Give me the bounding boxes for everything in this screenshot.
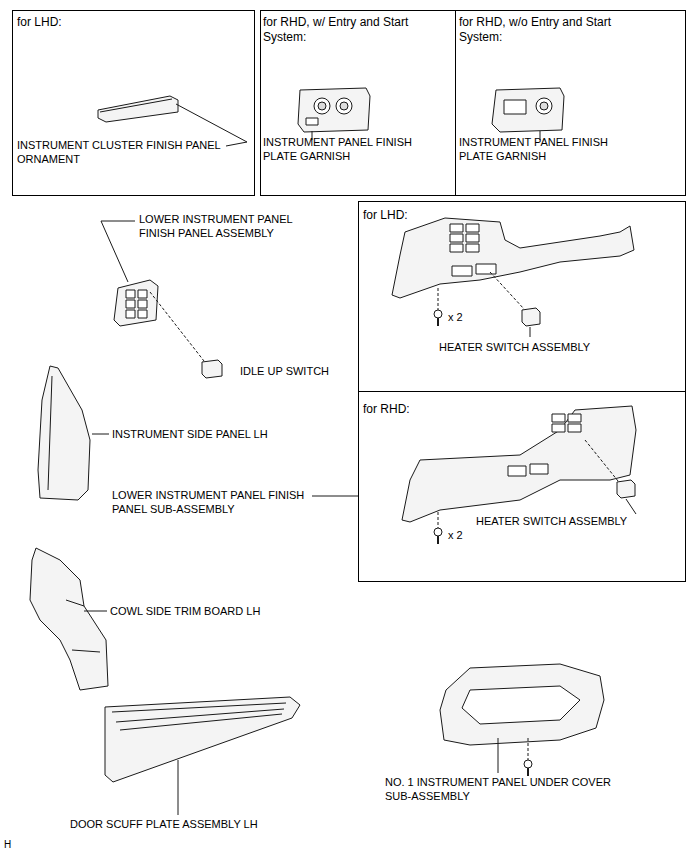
ornament-edge — [100, 99, 172, 112]
frame-heading: for LHD: — [17, 15, 237, 30]
switch-cell — [126, 290, 135, 298]
frame-heading: for LHD: — [363, 208, 463, 223]
side-panel-edge — [48, 376, 52, 490]
scuff-plate-ridge — [112, 703, 286, 730]
frame-heading: for RHD, w/ Entry and Start System: — [263, 15, 413, 45]
switch-cell — [568, 414, 581, 422]
leader-line — [312, 496, 358, 497]
finish-panel-part — [114, 280, 158, 326]
part-name: INSTRUMENT PANEL FINISH PLATE GARNISH — [263, 135, 438, 163]
switch-knob — [318, 102, 326, 110]
dashed-assembly-line — [528, 738, 529, 760]
switch-knob — [540, 102, 548, 110]
idle-up-switch-part — [202, 360, 222, 378]
under-cover-part — [440, 664, 604, 745]
heater-slot — [530, 464, 548, 474]
switch-hole — [336, 98, 352, 114]
screw-head — [524, 760, 532, 768]
part-name: HEATER SWITCH ASSEMBLY — [476, 514, 627, 528]
switch-cell — [466, 224, 479, 232]
quantity-note: x 2 — [448, 528, 463, 542]
switch-cell — [568, 424, 581, 432]
screw-shank — [438, 318, 528, 776]
dashed-assembly-line — [438, 288, 439, 310]
heater-slot — [452, 266, 472, 276]
leader-line — [92, 434, 109, 435]
switch-knob — [340, 102, 348, 110]
dashed-assembly-line — [438, 512, 439, 528]
switch-hole — [536, 98, 552, 114]
part-name: INSTRUMENT PANEL FINISH PLATE GARNISH — [459, 135, 634, 163]
heater-slot — [508, 466, 526, 476]
heater-switch-part — [522, 308, 540, 326]
part-name: INSTRUMENT CLUSTER FINISH PANEL ORNAMENT — [17, 138, 232, 166]
leader-line — [530, 327, 531, 337]
frame-heading: for RHD, w/o Entry and Start System: — [459, 15, 649, 45]
blank-cover — [504, 100, 526, 114]
dashed-assembly-line — [490, 272, 524, 309]
side-panel-part — [38, 366, 90, 500]
frame-heading: for RHD: — [363, 402, 463, 417]
dashed-assembly-line — [585, 440, 618, 481]
frame-box: for RHD, w/ Entry and Start System: INSTR… — [260, 10, 456, 196]
garnish-slot — [306, 118, 318, 125]
leader-line — [101, 221, 135, 282]
switch-cell — [466, 234, 479, 242]
switch-cell — [138, 290, 147, 298]
lower-panel-part — [402, 406, 636, 522]
switch-cell — [450, 234, 463, 242]
scuff-plate-part — [105, 697, 300, 782]
frame-box: for RHD: HEATER SWITCH ASSEMBLY x 2 — [358, 391, 686, 582]
part-name: INSTRUMENT SIDE PANEL LH — [112, 427, 268, 441]
frame-box: for LHD: x 2 HEATER SWITCH ASSEMBLY — [358, 201, 686, 392]
part-name: HEATER SWITCH ASSEMBLY — [439, 340, 590, 354]
part-name: IDLE UP SWITCH — [240, 364, 329, 378]
leader-line — [626, 499, 636, 514]
quantity-note: x 2 — [448, 310, 463, 324]
screw-head — [434, 310, 442, 318]
switch-cell — [126, 300, 135, 308]
switch-cell — [126, 310, 135, 318]
frame-box: for RHD, w/o Entry and Start System: INST… — [455, 10, 686, 196]
leader-line — [498, 738, 499, 773]
switch-cell — [450, 224, 463, 232]
leader-line — [84, 611, 107, 612]
switch-cell — [138, 300, 147, 308]
under-cover-recess — [462, 686, 580, 724]
screw-head — [434, 528, 442, 536]
figure-code: H — [4, 838, 11, 852]
switch-cell — [466, 244, 479, 252]
cowl-trim-edge — [66, 600, 100, 652]
switch-cell — [552, 424, 565, 432]
switch-hole — [314, 98, 330, 114]
part-name: COWL SIDE TRIM BOARD LH — [110, 604, 260, 618]
switch-cell — [552, 414, 565, 422]
garnish-part — [298, 88, 370, 132]
lower-panel-part — [392, 218, 634, 298]
cowl-trim-part — [30, 548, 108, 690]
ornament-part — [98, 96, 178, 122]
part-name: LOWER INSTRUMENT PANEL FINISH PANEL ASSE… — [139, 212, 321, 240]
switch-cell — [138, 310, 147, 318]
heater-switch-part — [617, 480, 635, 498]
heater-slot — [476, 264, 496, 274]
frame-box: for LHD: INSTRUMENT CLUSTER FINISH PANEL … — [12, 10, 255, 196]
garnish-part — [492, 88, 564, 132]
part-name: LOWER INSTRUMENT PANEL FINISH PANEL SUB-… — [112, 488, 308, 516]
dashed-assembly-line — [150, 292, 204, 361]
leader-line — [178, 760, 179, 815]
part-name: NO. 1 INSTRUMENT PANEL UNDER COVER SUB-A… — [385, 775, 625, 803]
part-name: DOOR SCUFF PLATE ASSEMBLY LH — [70, 817, 258, 831]
switch-cell — [450, 244, 463, 252]
